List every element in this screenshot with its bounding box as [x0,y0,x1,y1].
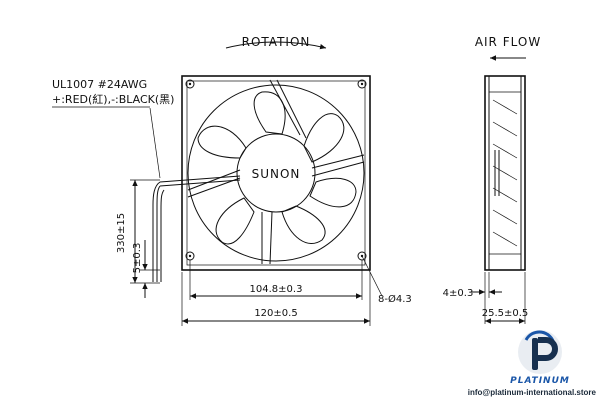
fan-frame-inner [186,80,366,266]
front-view: SUNON ROTATION UL1007 #24AWG +:RED(紅),-:… [52,35,412,326]
fan-blades [197,91,357,245]
wire-spec-leader [149,107,161,179]
airflow-label: AIR FLOW [475,35,541,49]
wire-spec-line-2: +:RED(紅),-:BLACK(黑) [52,93,174,106]
hole-spacing-dim: 104.8±0.3 [250,284,303,295]
flange-thickness-dim: 4±0.3 [443,288,474,299]
platinum-logo [518,330,562,374]
fan-depth-dim: 25.5±0.5 [482,308,529,319]
frame-struts [187,79,365,265]
rotation-arrow [225,41,327,50]
wire-spec-line-1: UL1007 #24AWG [52,78,147,91]
lead-length-dim: 330±15 [116,213,127,253]
strip-length-dim: 5±0.3 [132,243,143,274]
frame-width-dim: 120±0.5 [254,308,297,319]
hub-brand-label: SUNON [252,167,301,181]
mount-hole-leader [361,255,383,297]
fan-venturi [187,84,365,262]
side-view: AIR FLOW 4±0.3 25.5±0.5 [443,35,541,324]
side-outline [484,75,526,271]
watermark-email: info@platinum-international.store [468,388,597,397]
watermark-brand: PLATINUM [510,376,570,386]
mount-holes-dim: 8-Ø4.3 [378,293,412,305]
rotation-label: ROTATION [242,35,311,49]
lead-wires [152,175,241,282]
fan-frame-outline [181,75,371,271]
fan-hub [236,133,316,213]
